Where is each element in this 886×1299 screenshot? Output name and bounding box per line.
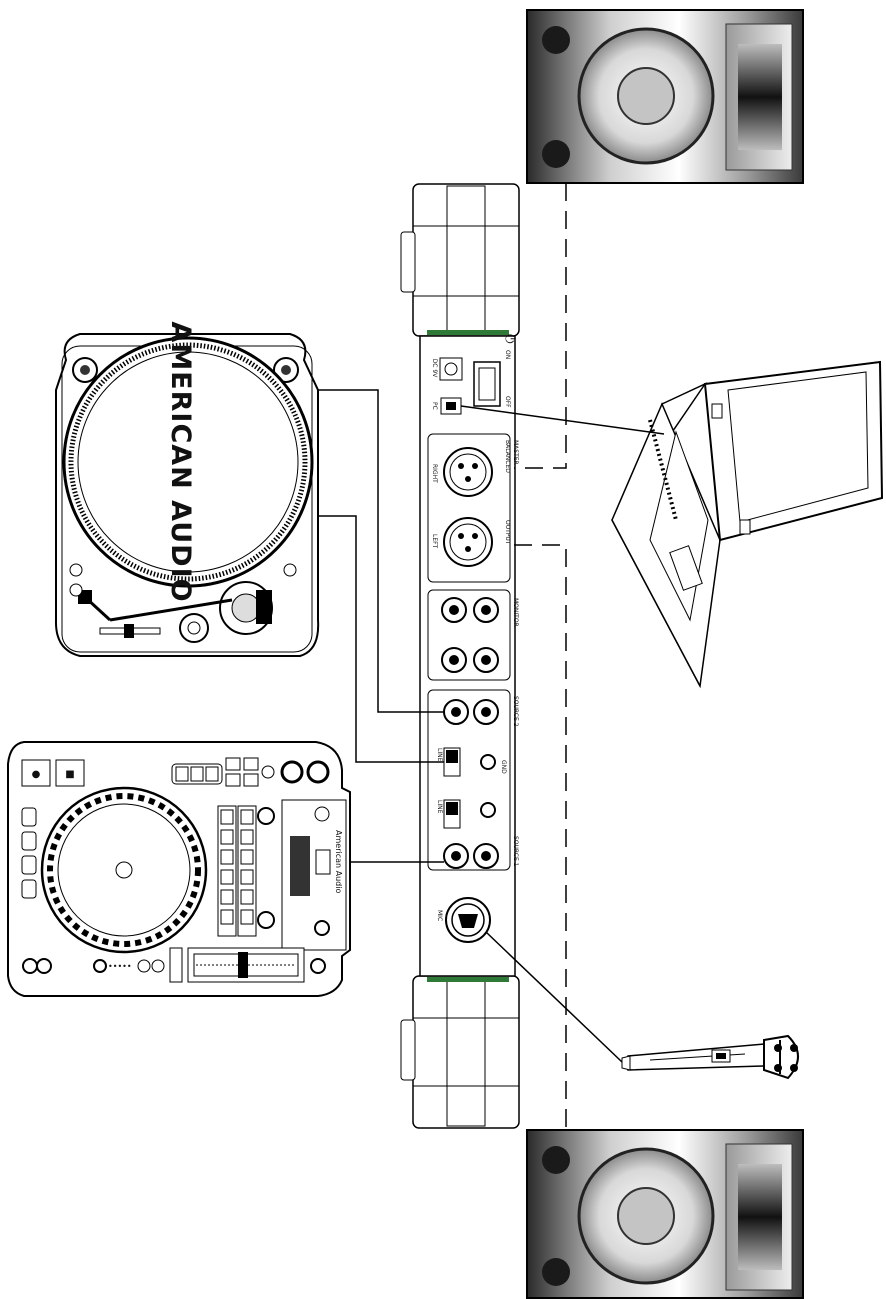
source1-inputs: LINE SOURCE 1 xyxy=(436,799,519,869)
mixer-top-cap xyxy=(400,183,520,337)
svg-text:•••••: ••••• xyxy=(108,962,132,971)
cd-button-2-label: ■ xyxy=(65,769,74,780)
cd-button-1-label: ● xyxy=(32,769,41,780)
tonearm xyxy=(78,581,273,635)
source1-label: SOURCE 1 xyxy=(512,836,519,867)
balanced-master-output: MASTER BALANCED OUTPUT RIGHT LEFT xyxy=(427,433,519,583)
power-on-label: ON xyxy=(504,350,511,359)
cd-top-buttons xyxy=(171,757,330,787)
monitor-output: MONITOR xyxy=(427,589,519,681)
jog-wheel xyxy=(40,786,208,954)
mixer-bottom-cap xyxy=(400,975,520,1129)
mixer: DC 9V ON OFF ⏻ PC MASTER BALANCED OUTPUT xyxy=(400,183,520,1129)
right-label: RIGHT xyxy=(431,464,438,483)
xlr-left-jack xyxy=(443,517,493,567)
source1-line-label: LINE xyxy=(436,800,443,814)
cd-brand: American Audio xyxy=(334,830,343,893)
power-off-label: OFF xyxy=(504,396,511,408)
cd-transport-buttons xyxy=(217,805,275,937)
speaker-bottom xyxy=(526,1129,804,1299)
turntable: AMERICAN AUDIO xyxy=(54,321,320,657)
mic-combo-jack: MIC xyxy=(436,897,491,943)
source1-gnd xyxy=(480,802,496,818)
source2-gnd-label: GND xyxy=(500,760,507,774)
source2-line-label: LINE xyxy=(436,748,443,762)
laptop xyxy=(611,360,884,689)
pc-label: PC xyxy=(431,402,438,410)
microphone xyxy=(621,1034,799,1080)
balanced-label: BALANCED xyxy=(504,440,511,473)
master-label: MASTER xyxy=(512,440,519,465)
speaker-cables xyxy=(514,183,567,1130)
mic-label: MIC xyxy=(436,910,443,921)
source2-inputs: SOURCE 2 LINE GND xyxy=(427,689,519,871)
speaker-top xyxy=(526,9,804,184)
monitor-label: MONITOR xyxy=(512,598,519,627)
source2-gnd xyxy=(480,754,496,770)
power-section: DC 9V ON OFF ⏻ xyxy=(431,334,517,408)
svg-text:⏻: ⏻ xyxy=(503,334,517,344)
signal-cables xyxy=(318,389,665,1063)
crossfader-section: ••••• xyxy=(93,947,326,983)
turntable-brand: AMERICAN AUDIO xyxy=(165,321,196,602)
cd-player: ● ■ xyxy=(7,741,351,997)
cd-left-buttons xyxy=(21,807,52,974)
output-label: OUTPUT xyxy=(504,520,511,545)
dc-in-label: DC 9V xyxy=(431,359,438,379)
source2-label: SOURCE 2 xyxy=(512,696,519,727)
left-label: LEFT xyxy=(431,534,438,548)
xlr-right-jack xyxy=(443,447,493,497)
cd-display: American Audio xyxy=(281,799,347,951)
